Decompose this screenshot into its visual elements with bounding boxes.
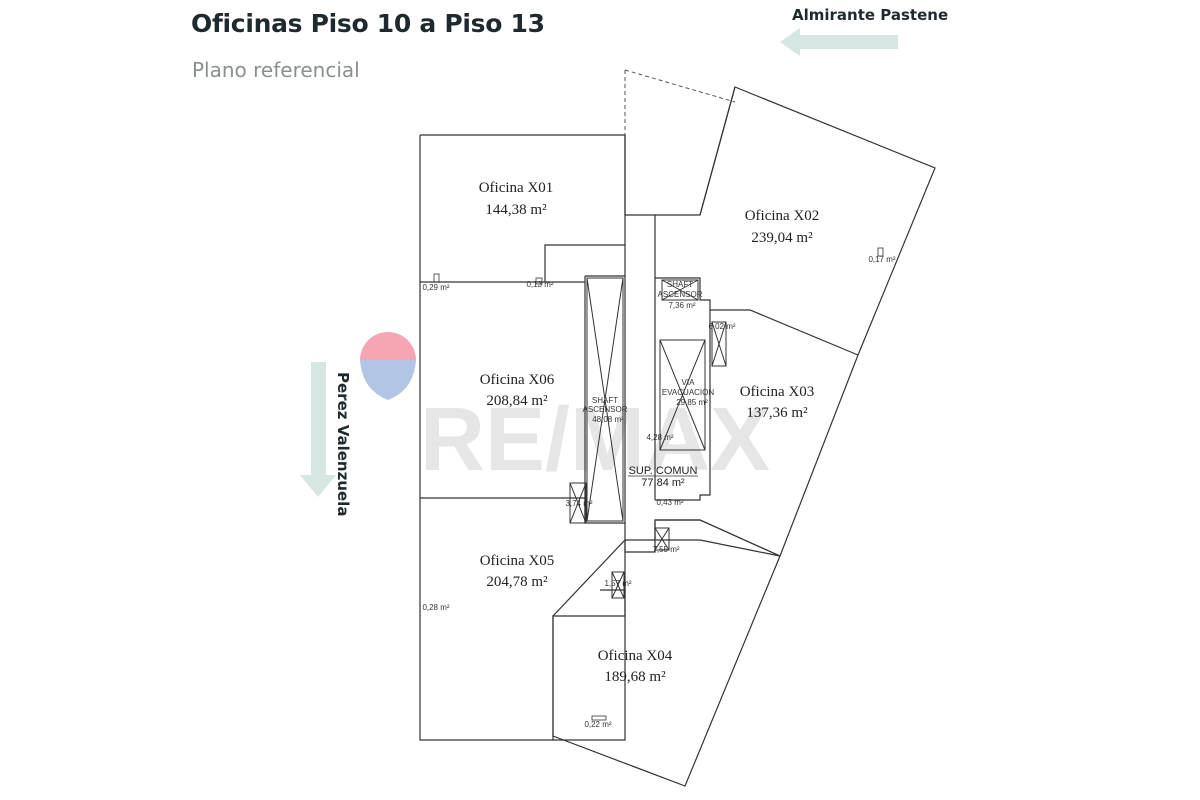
shaft-main-line2: ASCENSOR: [583, 405, 628, 414]
shaft-main-line1: SHAFT: [592, 396, 618, 405]
evac-line2: EVACUACION: [662, 388, 715, 397]
evac-line1: VIA: [682, 378, 696, 387]
office-x01-area: 144,38 m²: [485, 202, 547, 218]
walls: [419, 86, 936, 787]
sup-comun-area: 77,84 m²: [641, 477, 685, 489]
small-area-label: 0,13 m²: [526, 280, 553, 289]
small-area-label: 0,22 m²: [584, 720, 611, 729]
arrow-left-icon: [780, 28, 898, 56]
fixtures: [433, 247, 884, 721]
office-x03-area: 137,36 m²: [746, 405, 808, 421]
small-area-label: 0,17 m²: [868, 255, 895, 264]
shaft-6: [711, 321, 727, 367]
small-area-label: 0,43 m²: [656, 498, 683, 507]
office-x05-name: Oficina X05: [480, 553, 555, 569]
shaft-7: [654, 527, 670, 551]
office-x06-area: 208,84 m²: [486, 393, 548, 409]
street-label-top: Almirante Pastene: [792, 6, 949, 24]
shaft-small-line2: ASCENSOR: [658, 290, 703, 299]
office-x02-name: Oficina X02: [745, 208, 820, 224]
page-title: Oficinas Piso 10 a Piso 13: [191, 9, 545, 38]
small-area-label: 4,28 m²: [646, 433, 673, 442]
shaft-small: [661, 279, 699, 301]
shaft-small-area: 7,36 m²: [668, 301, 695, 310]
shaft-small-line1: SHAFT: [667, 280, 693, 289]
shaft-evac: [659, 339, 706, 451]
office-x03-name: Oficina X03: [740, 384, 815, 400]
shaft-main-area: 48,08 m²: [592, 415, 624, 424]
remax-watermark: RE/MAX: [360, 332, 770, 490]
shaft-main: [586, 277, 624, 522]
shaft-1: [611, 571, 625, 599]
watermark-text: RE/MAX: [420, 390, 770, 490]
terrace-dashed: [624, 69, 736, 135]
small-area-label: 7,55 m²: [652, 545, 679, 554]
small-area-label: 0,29 m²: [422, 283, 449, 292]
office-x04-area: 189,68 m²: [604, 669, 666, 685]
office-x02-area: 239,04 m²: [751, 230, 813, 246]
arrow-down-icon: [300, 362, 336, 497]
office-x06-name: Oficina X06: [480, 372, 555, 388]
small-area-label: 1,57 m²: [604, 579, 631, 588]
small-area-label: 0,28 m²: [422, 603, 449, 612]
office-x04-name: Oficina X04: [598, 648, 673, 664]
sup-comun-label: SUP. COMUN: [629, 465, 698, 477]
page-subtitle: Plano referencial: [192, 58, 360, 82]
small-area-label: 3,74 m²: [565, 499, 592, 508]
evac-area: 29,85 m²: [676, 398, 708, 407]
small-area-label: 6,02 m²: [708, 322, 735, 331]
shaft-3: [569, 482, 587, 524]
office-x01-name: Oficina X01: [479, 180, 554, 196]
office-x05-area: 204,78 m²: [486, 574, 548, 590]
